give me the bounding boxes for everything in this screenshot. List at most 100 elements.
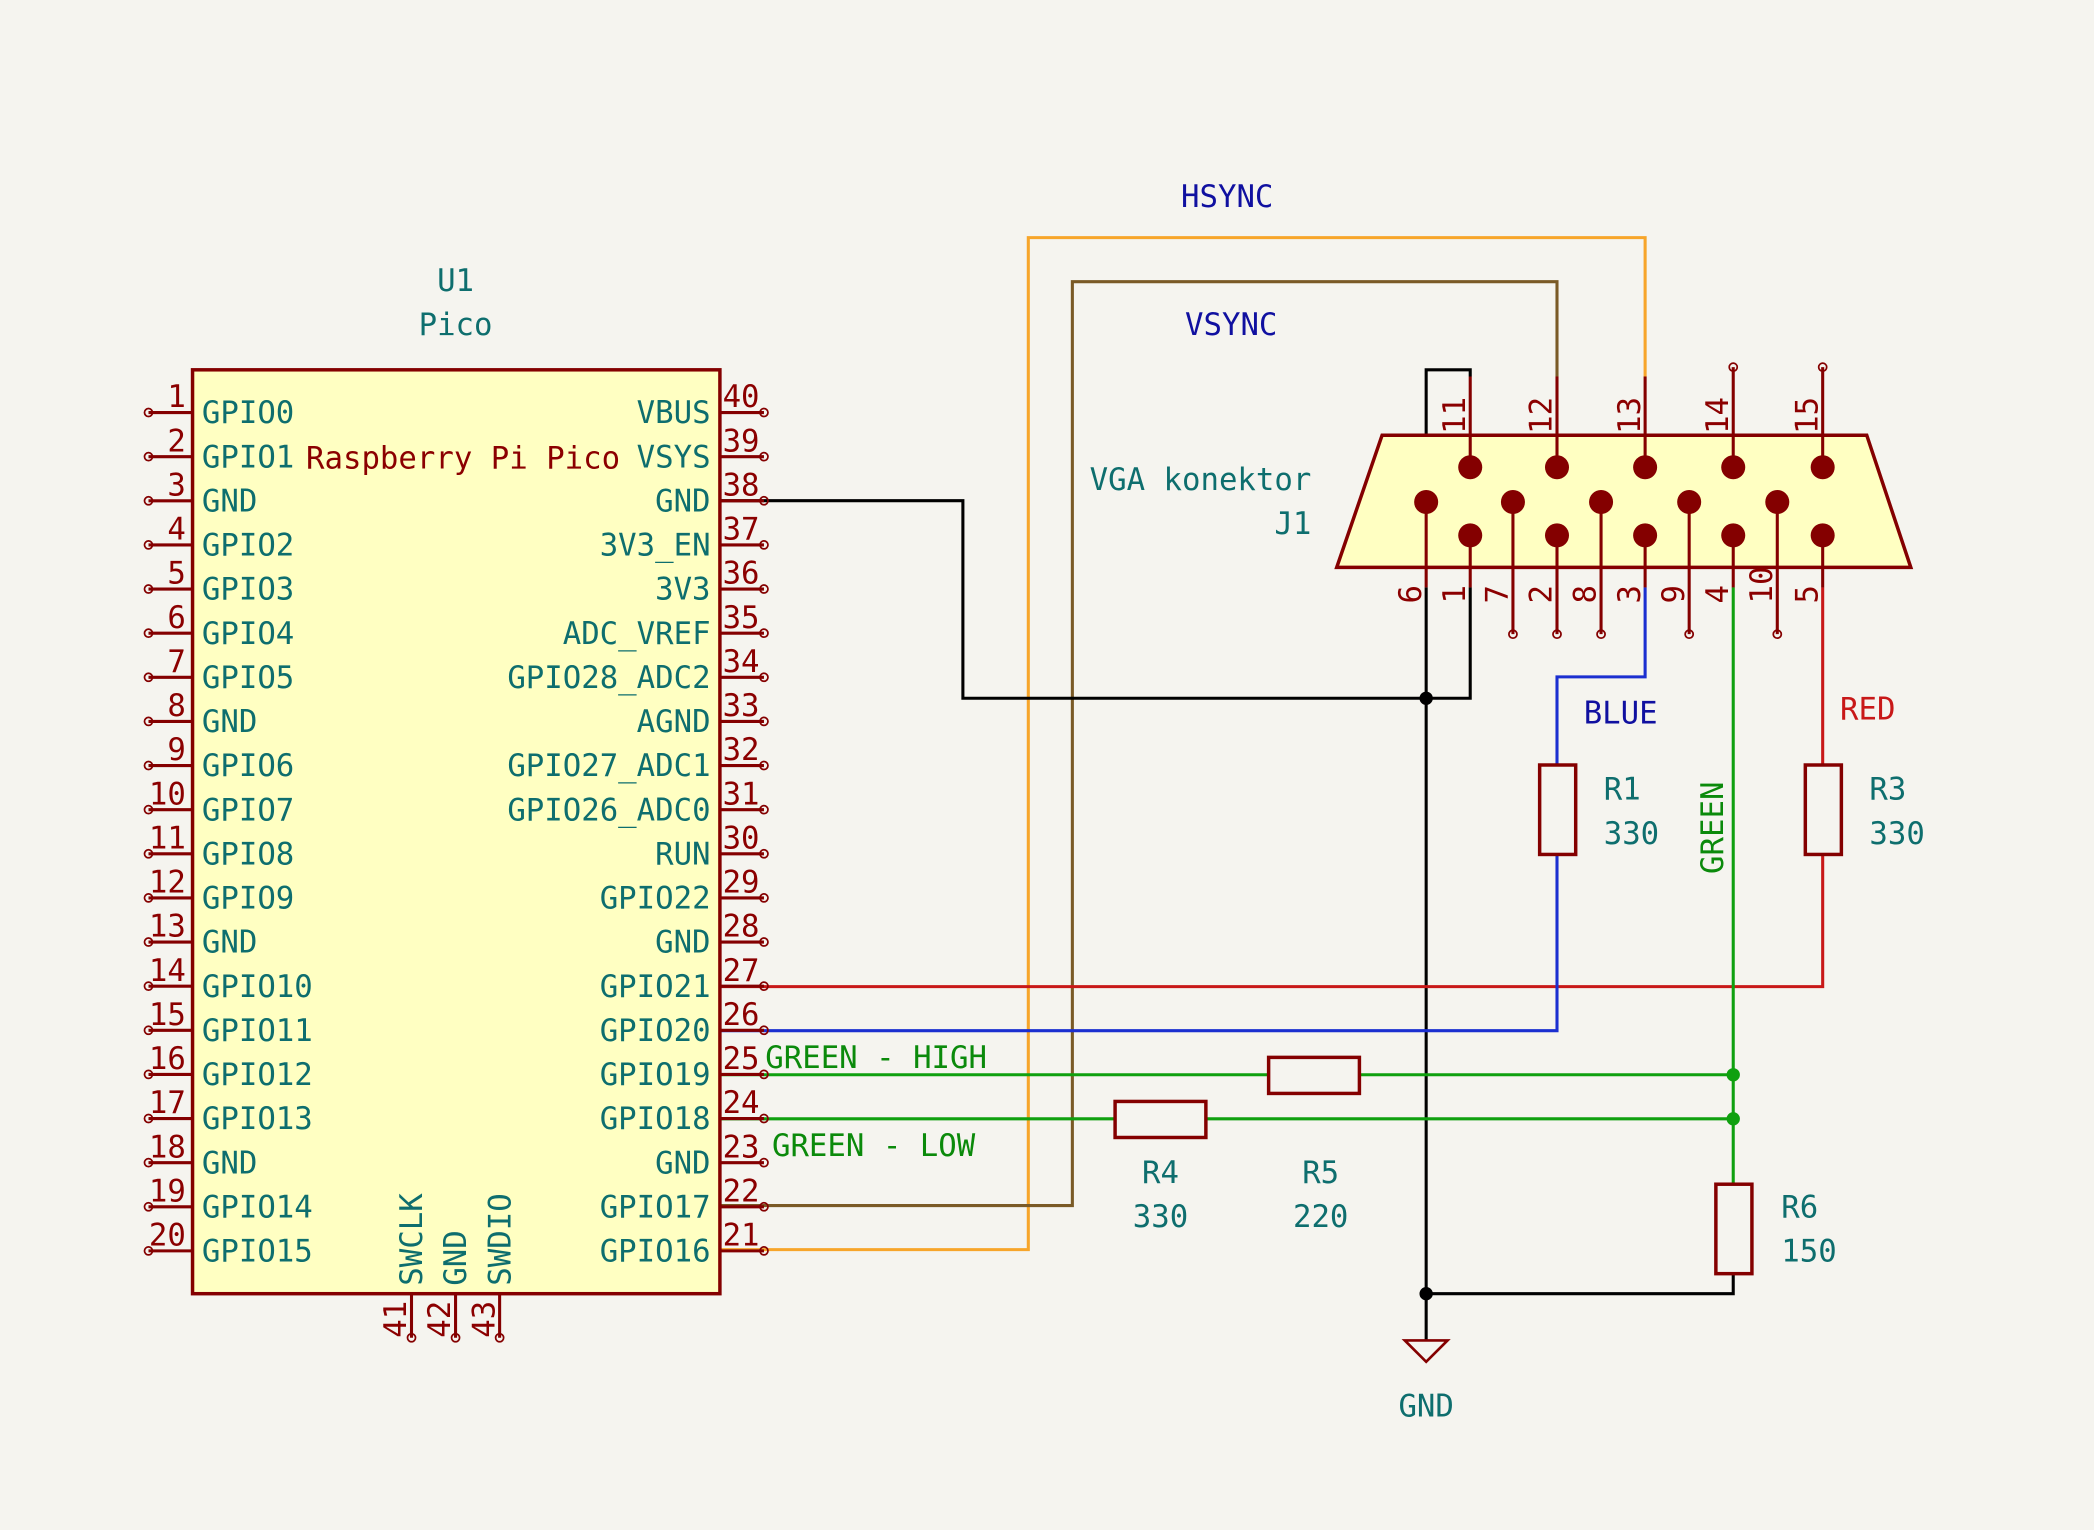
pin-end [143, 981, 154, 992]
pin-number: 6 [167, 601, 185, 636]
pin-end [494, 1332, 505, 1343]
pin-name: GND [202, 705, 257, 740]
pin-number: 32 [723, 733, 760, 768]
pin-name: 3V3_EN [600, 529, 711, 564]
vga-pin-3: 3 [1613, 523, 1658, 603]
vga-pin-7: 7 [1481, 489, 1525, 640]
hsync-label: HSYNC [1181, 180, 1273, 215]
vga-pin-1: 1 [1438, 523, 1483, 603]
junction [1726, 1068, 1740, 1082]
j1-name: VGA konektor [1090, 463, 1312, 498]
pin-name: GPIO17 [600, 1190, 711, 1225]
pin-number: 6 [1394, 585, 1429, 603]
pin-dot [1633, 523, 1658, 548]
pin-name: GPIO0 [202, 396, 294, 431]
pin-name: GND [655, 926, 710, 961]
vga-pin-13: 13 [1613, 376, 1658, 480]
pin-number: 30 [723, 821, 760, 856]
pin-dot [1721, 523, 1746, 548]
pico-pin-1: 1 GPIO0 [143, 380, 294, 431]
pin-end [143, 893, 154, 903]
pin-dot [1765, 489, 1790, 515]
r6-reference: R6 [1781, 1191, 1818, 1226]
pin-dot [1458, 523, 1483, 548]
pin-number: 37 [723, 513, 760, 548]
pin-number: 14 [149, 954, 186, 989]
junction [1726, 1112, 1740, 1126]
pin-number: 27 [723, 954, 760, 989]
net-labels: HSYNC VSYNC BLUE RED GREEN GREEN - HIGH … [765, 180, 1895, 1164]
pin-name: GND [202, 484, 257, 519]
pin-name: GPIO15 [202, 1235, 313, 1270]
pin-name: ADC_VREF [563, 617, 711, 652]
pin-dot [1544, 523, 1570, 548]
pin-name: GPIO19 [600, 1058, 711, 1093]
vsync-label: VSYNC [1185, 308, 1277, 343]
pin-end [1508, 629, 1518, 640]
r3-body [1803, 763, 1844, 857]
pin-dot [1677, 489, 1702, 515]
pin-name: GND [202, 1146, 257, 1181]
r6-body [1714, 1182, 1754, 1276]
r4-reference: R4 [1142, 1156, 1179, 1191]
pin-number: 8 [167, 689, 185, 724]
gnd-pin1-wire [1426, 587, 1472, 700]
pico-right-pins: 40VBUS39VSYS38GND373V3_EN363V335ADC_VREF… [507, 380, 769, 1270]
pico-pin-3: 3 GND [143, 468, 257, 519]
red-wire-low [721, 854, 1825, 989]
pin-number: 1 [1438, 585, 1473, 603]
r1-value: 330 [1604, 817, 1659, 852]
pin-end [1772, 629, 1783, 640]
pin-number: 34 [723, 645, 760, 680]
pin-end [759, 540, 769, 550]
pin-end [759, 760, 769, 771]
vga-pin-8: 8 [1569, 489, 1614, 640]
vga-pin-10: 10 [1745, 489, 1790, 640]
pin-end [143, 584, 154, 594]
pin-number: 1 [167, 380, 185, 415]
pin-dot [1458, 455, 1483, 480]
pin-number: 10 [1745, 567, 1780, 604]
r5-value: 220 [1293, 1200, 1348, 1235]
pin-number: 23 [723, 1130, 760, 1165]
r4-body [1113, 1099, 1208, 1140]
gnd-r6-wire [1426, 1273, 1735, 1296]
pin-end [1817, 362, 1828, 373]
pin-end [759, 1025, 769, 1036]
pin-end [759, 1246, 769, 1256]
pin-end [759, 628, 769, 639]
pin-end [759, 672, 769, 683]
pin-number: 14 [1701, 397, 1736, 434]
pin-number: 26 [723, 998, 760, 1033]
pin-end [759, 1069, 769, 1080]
pin-name: GPIO1 [202, 440, 294, 475]
pin-name: GPIO5 [202, 661, 294, 696]
pin-name: GPIO21 [600, 970, 711, 1005]
pin-name: GPIO22 [600, 882, 711, 917]
vga-pin-9: 9 [1657, 489, 1702, 640]
pin-end [143, 716, 154, 727]
pin-name: VSYS [637, 440, 711, 475]
u1-reference: U1 [437, 264, 474, 299]
pin-number: 3 [167, 468, 185, 503]
pin-end [759, 584, 769, 594]
pin-number: 5 [167, 557, 185, 592]
r5-body [1266, 1055, 1362, 1096]
pin-end [759, 407, 769, 418]
green-high-label: GREEN - HIGH [765, 1041, 987, 1076]
pin-number: 4 [167, 513, 185, 548]
